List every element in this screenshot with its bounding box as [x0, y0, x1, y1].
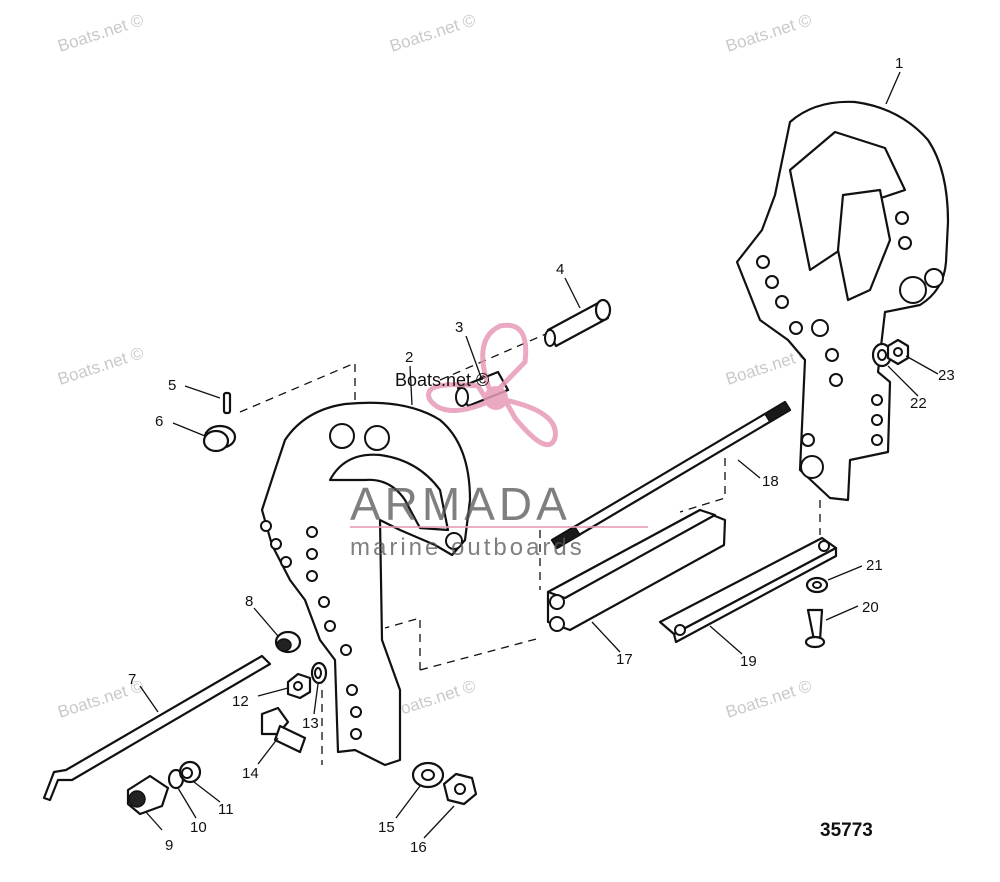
- callout-21: 21: [866, 557, 883, 574]
- part-17-channel: [546, 508, 727, 632]
- part-23-nut: [886, 338, 910, 366]
- watermark-text: Boats.net ©: [723, 676, 814, 722]
- part-15-washer: [411, 761, 445, 789]
- watermark-text: Boats.net ©: [55, 10, 146, 56]
- propeller-logo-icon: [426, 322, 558, 448]
- part-18-tie-rod: [550, 400, 792, 550]
- brand-name: ARMADA: [350, 478, 571, 530]
- part-5-cotter-pin: [222, 391, 232, 415]
- callout-8: 8: [245, 593, 253, 610]
- callout-22: 22: [910, 395, 927, 412]
- callout-13: 13: [302, 715, 319, 732]
- part-14-bolt: [260, 706, 307, 754]
- callout-23: 23: [938, 367, 955, 384]
- part-7-rod: [42, 654, 272, 802]
- callout-15: 15: [378, 819, 395, 836]
- part-11-spacer: [178, 760, 202, 784]
- part-16-nut: [442, 772, 478, 806]
- watermark-text: Boats.net ©: [55, 343, 146, 389]
- part-2-clamp-bracket-left: [260, 401, 472, 767]
- callout-18: 18: [762, 473, 779, 490]
- watermark-text: Boats.net ©: [387, 10, 478, 56]
- callout-1: 1: [895, 55, 903, 72]
- callout-10: 10: [190, 819, 207, 836]
- callout-20: 20: [862, 599, 879, 616]
- part-1-clamp-bracket-right: [735, 100, 950, 502]
- part-12-nut: [286, 672, 312, 700]
- callout-11: 11: [218, 801, 234, 818]
- part-13-washer: [310, 661, 328, 685]
- part-19-bar: [658, 536, 838, 644]
- callout-19: 19: [740, 653, 757, 670]
- part-20-bolt: [804, 608, 826, 649]
- part-9-knob: [126, 774, 170, 816]
- part-4-pin: [544, 298, 612, 348]
- callout-16: 16: [410, 839, 427, 856]
- part-6-cap: [202, 424, 237, 453]
- watermark-text: Boats.net ©: [723, 10, 814, 56]
- callout-7: 7: [128, 671, 136, 688]
- callout-3: 3: [455, 319, 463, 336]
- callout-6: 6: [155, 413, 163, 430]
- brand-overlay-text: Boats.net ©: [395, 370, 489, 390]
- callouts: 1 2 3 4 5 6 7 8 9 10 11 12 13 14 15 16 1…: [128, 55, 955, 856]
- brand-watermark: Boats.net © ARMADA marine outboards: [350, 322, 648, 561]
- callout-12: 12: [232, 693, 249, 710]
- brand-tagline: marine outboards: [350, 534, 585, 561]
- callout-2: 2: [405, 349, 413, 366]
- callout-9: 9: [165, 837, 173, 854]
- leader-lines: [139, 71, 939, 839]
- callout-4: 4: [556, 261, 564, 278]
- diagram-number: 35773: [820, 820, 873, 841]
- part-21-washer: [805, 576, 829, 594]
- callout-17: 17: [616, 651, 633, 668]
- callout-14: 14: [242, 765, 259, 782]
- part-8-grommet: [274, 630, 302, 654]
- callout-5: 5: [168, 377, 176, 394]
